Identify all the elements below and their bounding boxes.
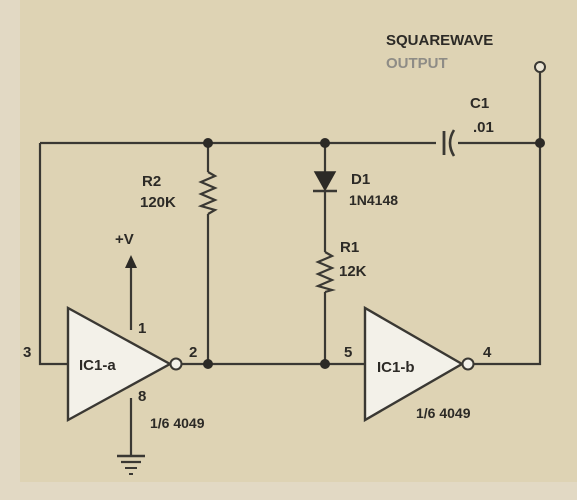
c1-ref-label: C1 [470, 95, 489, 112]
r2-ref-label: R2 [142, 173, 161, 190]
ic1a-pin-gnd: 8 [138, 388, 146, 405]
r1-value-label: 12K [339, 263, 367, 280]
inverter-ic1b-symbol [363, 305, 465, 423]
feedback-wire [38, 143, 68, 366]
resistor-r1-symbol [314, 251, 337, 294]
ground-icon [117, 454, 145, 475]
c1-value-label: .01 [473, 119, 494, 136]
junction-dot [320, 359, 330, 369]
ic1a-pin-in: 3 [23, 344, 31, 361]
junction-dot [203, 138, 213, 148]
supply-arrow-icon [125, 255, 137, 268]
junction-dot [203, 359, 213, 369]
ic1b-pin-out: 4 [483, 344, 492, 361]
ic1a-part-label: 1/6 4049 [150, 415, 205, 431]
resistor-r2-symbol [197, 171, 218, 215]
ic1a-name-label: IC1-a [79, 357, 116, 374]
output-label-line1: SQUAREWAVE [386, 32, 493, 49]
capacitor-c1-symbol [442, 129, 456, 157]
diode-d1-symbol [313, 171, 337, 193]
supply-label: +V [115, 231, 134, 248]
r1-ref-label: R1 [340, 239, 359, 256]
inverter-ic1a-bubble [169, 357, 183, 371]
ic1b-part-label: 1/6 4049 [416, 405, 471, 421]
ic1a-pin-out: 2 [189, 344, 197, 361]
junction-dot [535, 138, 545, 148]
inverter-ic1b-bubble [461, 357, 475, 371]
junction-dot [320, 138, 330, 148]
d1-part-label: 1N4148 [349, 192, 398, 208]
ic1a-pin-vcc: 1 [138, 320, 146, 337]
ic1b-pin-in: 5 [344, 344, 352, 361]
output-terminal [534, 61, 546, 73]
figure-background [20, 0, 577, 482]
inverter-ic1a-symbol [66, 305, 173, 423]
d1-ref-label: D1 [351, 171, 370, 188]
output-wire [474, 72, 542, 366]
ic1b-name-label: IC1-b [377, 359, 415, 376]
output-label-line2: OUTPUT [386, 55, 448, 72]
r2-value-label: 120K [140, 194, 176, 211]
